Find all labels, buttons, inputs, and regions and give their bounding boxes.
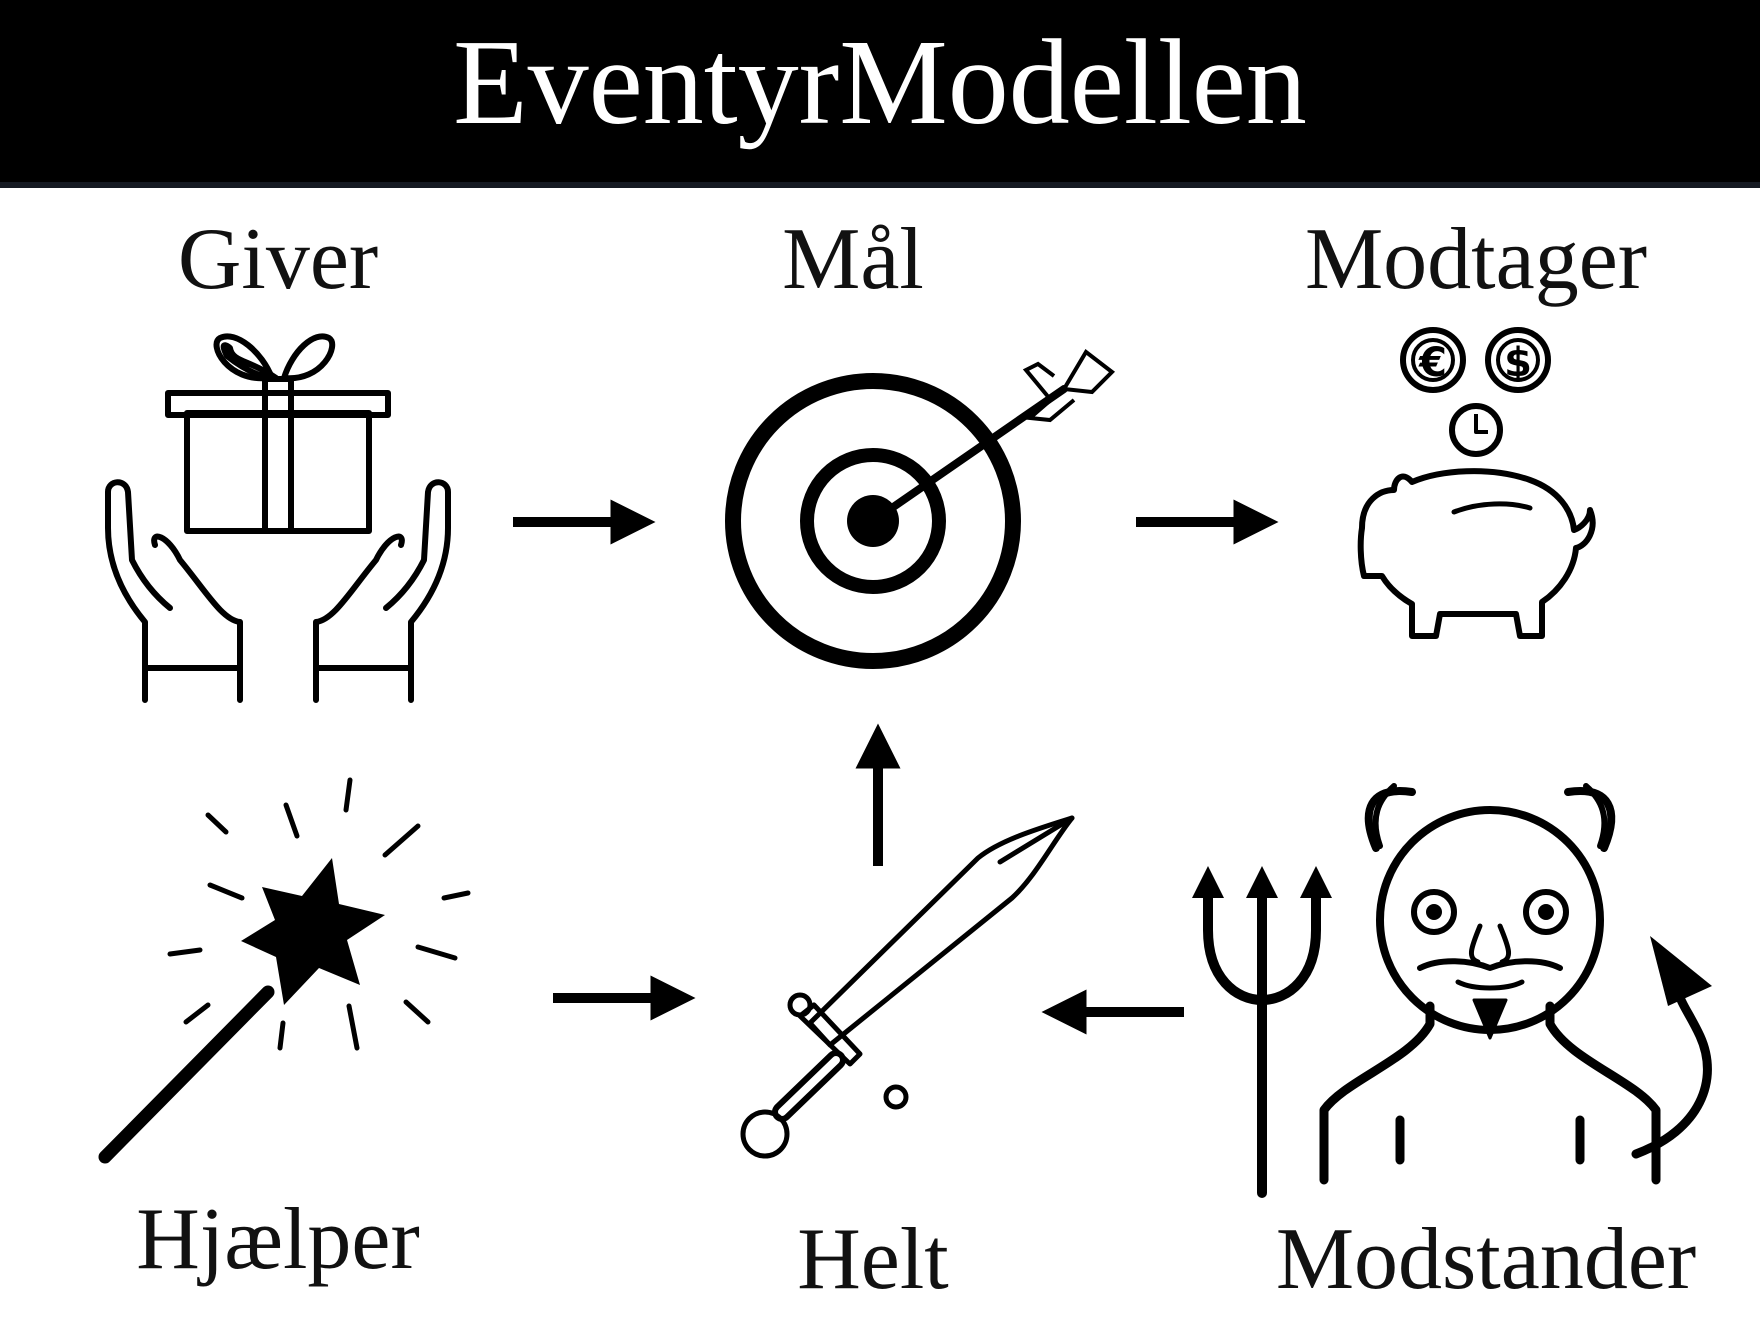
sword-icon	[740, 815, 1075, 1159]
label-maal: Mål	[782, 211, 924, 308]
dollar-coin-symbol: $	[1504, 340, 1532, 386]
label-helt: Helt	[797, 1211, 949, 1308]
title-bar: EventyrModellen	[0, 0, 1760, 188]
target-with-arrow-icon	[725, 349, 1116, 669]
label-giver: Giver	[177, 211, 379, 308]
piggy-bank-with-coins-icon	[1357, 327, 1596, 639]
diagram-title: EventyrModellen	[453, 15, 1307, 150]
label-modstander: Modstander	[1275, 1211, 1697, 1308]
devil-with-trident-icon	[1192, 783, 1712, 1198]
gift-in-hands-icon	[105, 333, 451, 703]
magic-wand-icon	[98, 777, 471, 1164]
euro-coin-symbol: €	[1418, 340, 1447, 386]
label-modtager: Modtager	[1304, 211, 1648, 308]
label-hjaelper: Hjælper	[136, 1191, 420, 1288]
